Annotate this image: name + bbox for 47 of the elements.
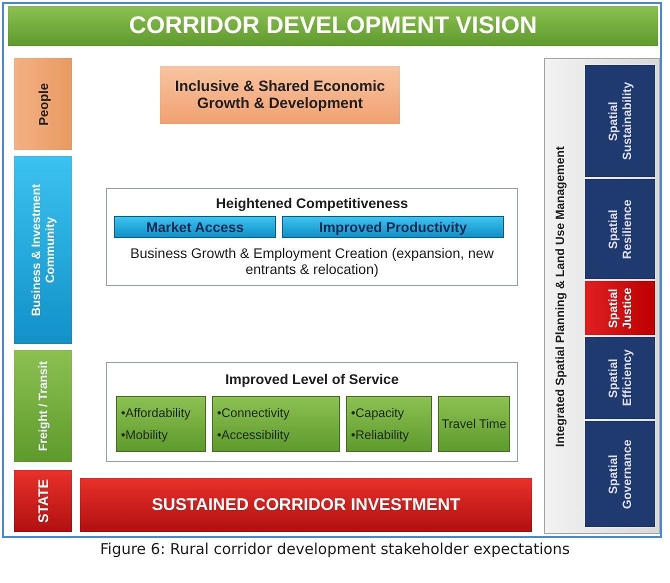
service-item: •Reliability (351, 427, 409, 444)
goal-box (160, 66, 400, 124)
tab-label: Freight / Transit (36, 360, 50, 451)
service-item: •Affordability (121, 405, 190, 422)
principle-box (585, 179, 655, 279)
service-item: •Accessibility (217, 427, 290, 444)
principle-text: Spatial Resilience (606, 198, 634, 261)
outcome-text: Improved Productivity (319, 219, 467, 235)
panel-text: Heightened Competitiveness (216, 195, 408, 211)
outcome-box (282, 216, 504, 238)
figure-caption: Figure 6: Rural corridor development stakeholder expectations (99, 540, 571, 558)
outcome-text: Market Access (146, 219, 244, 235)
service-item: •Mobility (121, 427, 168, 444)
outcome-panel (106, 188, 518, 286)
principle-box (585, 421, 655, 527)
tab-label: Business & Investment Community (29, 182, 57, 318)
panel-heading: Integrated Spatial Planning & Land Use Management (553, 145, 567, 450)
service-item: Travel Time (442, 417, 506, 431)
principle-text: Spatial Sustainability (606, 80, 634, 162)
planning-panel (544, 58, 660, 534)
service-box (438, 396, 510, 452)
title-band (8, 6, 658, 46)
band-title: SUSTAINED CORRIDOR INVESTMENT (152, 495, 460, 515)
stakeholder-tab (14, 58, 72, 150)
service-box (212, 396, 340, 452)
stakeholder-tab (14, 156, 72, 344)
principle-box (585, 65, 655, 177)
outcome-panel (106, 362, 518, 462)
service-box (346, 396, 432, 452)
service-item: •Capacity (351, 405, 404, 422)
service-item: •Connectivity (217, 405, 290, 422)
outcome-box (114, 216, 276, 238)
principle-text: Spatial Efficiency (606, 348, 634, 408)
tab-label: People (36, 82, 50, 126)
panel-text: Business Growth & Employment Creation (expansion, new entrants & relocation) (129, 245, 495, 277)
goal-text: Inclusive & Shared Economic Growth & Development (174, 78, 386, 112)
panel-text: Improved Level of Service (225, 371, 399, 387)
investment-band (80, 478, 532, 532)
stakeholder-tab (14, 470, 72, 532)
principle-text: Spatial Governance (606, 438, 634, 511)
principle-text: Spatial Justice (606, 286, 634, 331)
principle-box (585, 337, 655, 419)
band-title: CORRIDOR DEVELOPMENT VISION (128, 12, 538, 40)
tab-label: STATE (35, 479, 51, 523)
service-box (116, 396, 206, 452)
principle-box (585, 281, 655, 335)
stakeholder-tab (14, 350, 72, 462)
